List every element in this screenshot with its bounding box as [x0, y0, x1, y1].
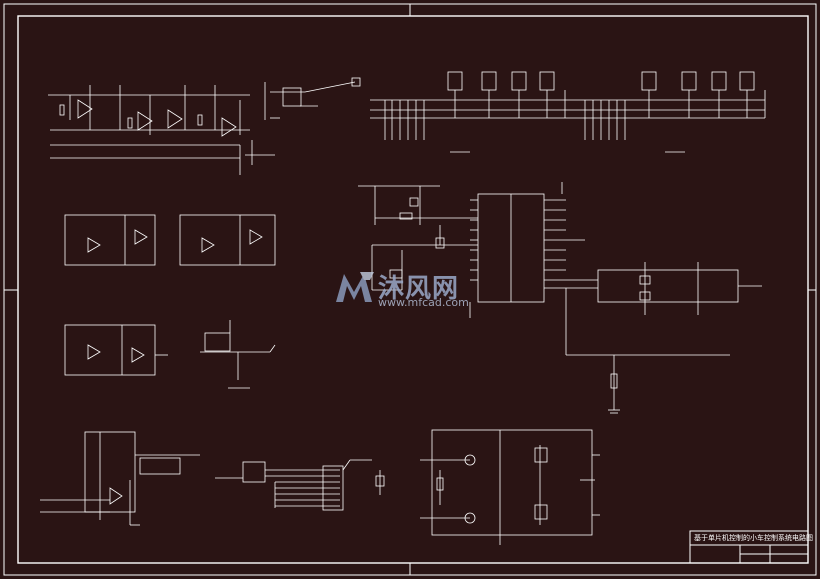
mf-logo-icon — [336, 272, 374, 302]
h-bridge-motor-driver — [420, 429, 600, 545]
microcontroller-circuit — [358, 182, 598, 318]
output-driver-circuit — [565, 262, 762, 414]
drawing-title: 基于单片机控制的小车控制系统电路图 — [694, 534, 813, 542]
interface-connector-circuit — [215, 459, 385, 511]
watermark-url: www.mfcad.com — [378, 296, 469, 309]
photoelectric-sensor-circuits — [64, 214, 276, 376]
watermark-brand: 沐风网 — [378, 274, 460, 304]
voltage-regulator-circuit — [200, 320, 276, 389]
seven-segment-display-left — [370, 71, 566, 153]
watermark: 沐风网 www.mfcad.com — [330, 268, 500, 312]
title-block: 基于单片机控制的小车控制系统电路图 — [690, 531, 813, 561]
seven-segment-display-right — [565, 71, 766, 153]
drawing-frame — [3, 3, 817, 576]
bottom-left-circuit — [40, 431, 200, 526]
sensor-amplifier-circuit — [48, 77, 361, 175]
